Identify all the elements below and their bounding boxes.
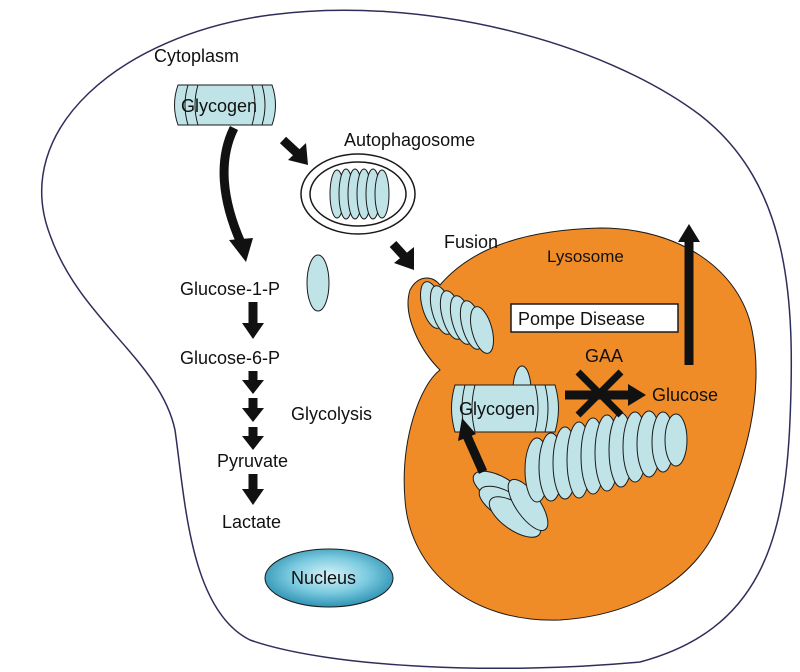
label-glucose-1-p: Glucose-1-P bbox=[180, 279, 280, 299]
fusion-glycogen-discs bbox=[420, 281, 494, 354]
label-glycogen-top: Glycogen bbox=[181, 96, 257, 116]
pompe-disease-box bbox=[510, 303, 679, 333]
arrow-glycogen-to-autophagosome bbox=[279, 136, 308, 165]
label-pyruvate: Pyruvate bbox=[217, 451, 288, 471]
label-glucose: Glucose bbox=[652, 385, 718, 405]
glycogen-granule-top bbox=[174, 84, 276, 126]
label-cytoplasm: Cytoplasm bbox=[154, 46, 239, 66]
label-fusion: Fusion bbox=[444, 232, 498, 252]
lysosomal-glycogen-chain bbox=[472, 410, 688, 538]
nucleus bbox=[264, 548, 394, 608]
label-nucleus: Nucleus bbox=[291, 568, 356, 588]
enzyme-block-x bbox=[575, 369, 624, 418]
label-autophagosome: Autophagosome bbox=[344, 130, 475, 150]
arrow-glycogen-to-g1p bbox=[219, 125, 253, 262]
arrow-pyruvate-to-lactate bbox=[242, 474, 264, 505]
label-lactate: Lactate bbox=[222, 512, 281, 532]
arrow-g6p-glycolysis-1 bbox=[242, 371, 264, 394]
autophagosome bbox=[300, 153, 416, 235]
label-glucose-6-p: Glucose-6-P bbox=[180, 348, 280, 368]
arrow-glucose-export bbox=[678, 224, 700, 365]
label-gaa: GAA bbox=[585, 346, 623, 366]
arrow-autophagosome-to-lysosome bbox=[389, 240, 414, 270]
glycogen-disc-small bbox=[306, 254, 330, 312]
arrow-g6p-glycolysis-2 bbox=[242, 398, 264, 422]
arrow-g1p-to-g6p bbox=[242, 302, 264, 339]
label-glycogen-lyso: Glycogen bbox=[459, 399, 535, 419]
arrow-glycogen-accumulation bbox=[458, 418, 488, 474]
label-glycolysis: Glycolysis bbox=[291, 404, 372, 424]
label-pompe-disease: Pompe Disease bbox=[518, 309, 645, 329]
glycogen-granule-lyso bbox=[451, 365, 559, 433]
label-lysosome: Lysosome bbox=[547, 247, 624, 266]
arrow-g6p-glycolysis-3 bbox=[242, 427, 264, 450]
